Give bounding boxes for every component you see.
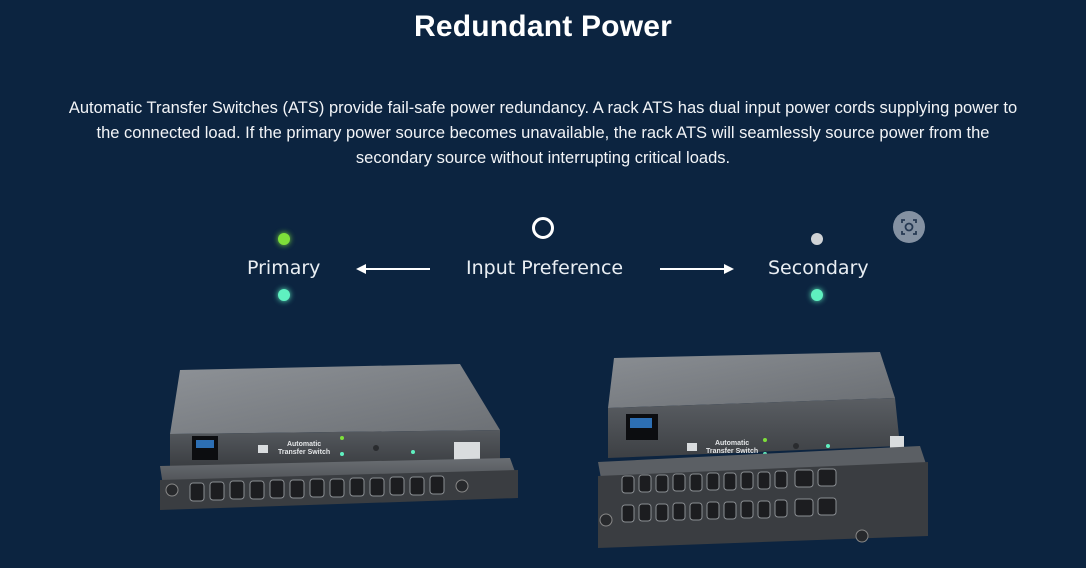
- page-title: Redundant Power: [413, 10, 672, 43]
- left-device-panel-label: Automatic Transfer Switch: [278, 441, 330, 457]
- input-preference-ring-icon: [532, 217, 554, 239]
- visual-search-icon[interactable]: [893, 211, 925, 243]
- description-line-2: the connected load. If the primary power…: [96, 124, 990, 142]
- ats-device-left-image: [150, 362, 530, 517]
- right-device-panel-label: Automatic Transfer Switch: [706, 440, 758, 456]
- description-line-1: Automatic Transfer Switches (ATS) provid…: [68, 99, 1018, 117]
- secondary-indicator-top: [811, 233, 823, 245]
- description-line-3: secondary source without interrupting cr…: [355, 149, 731, 167]
- secondary-indicator-bottom: [811, 289, 823, 301]
- primary-indicator-bottom: [278, 289, 290, 301]
- input-preference-label: Input Preference: [466, 257, 624, 279]
- primary-indicator-top: [278, 233, 290, 245]
- left-device-label-line-2: Transfer Switch: [278, 449, 331, 456]
- left-device-label-line-1: Automatic: [286, 441, 322, 448]
- right-device-label-line-1: Automatic: [714, 440, 750, 447]
- description: Automatic Transfer Switches (ATS) provid…: [10, 96, 1076, 171]
- secondary-label: Secondary: [768, 257, 869, 279]
- right-device-label-line-2: Transfer Switch: [706, 448, 759, 455]
- primary-label: Primary: [247, 257, 321, 279]
- ats-device-right-image: [590, 350, 930, 555]
